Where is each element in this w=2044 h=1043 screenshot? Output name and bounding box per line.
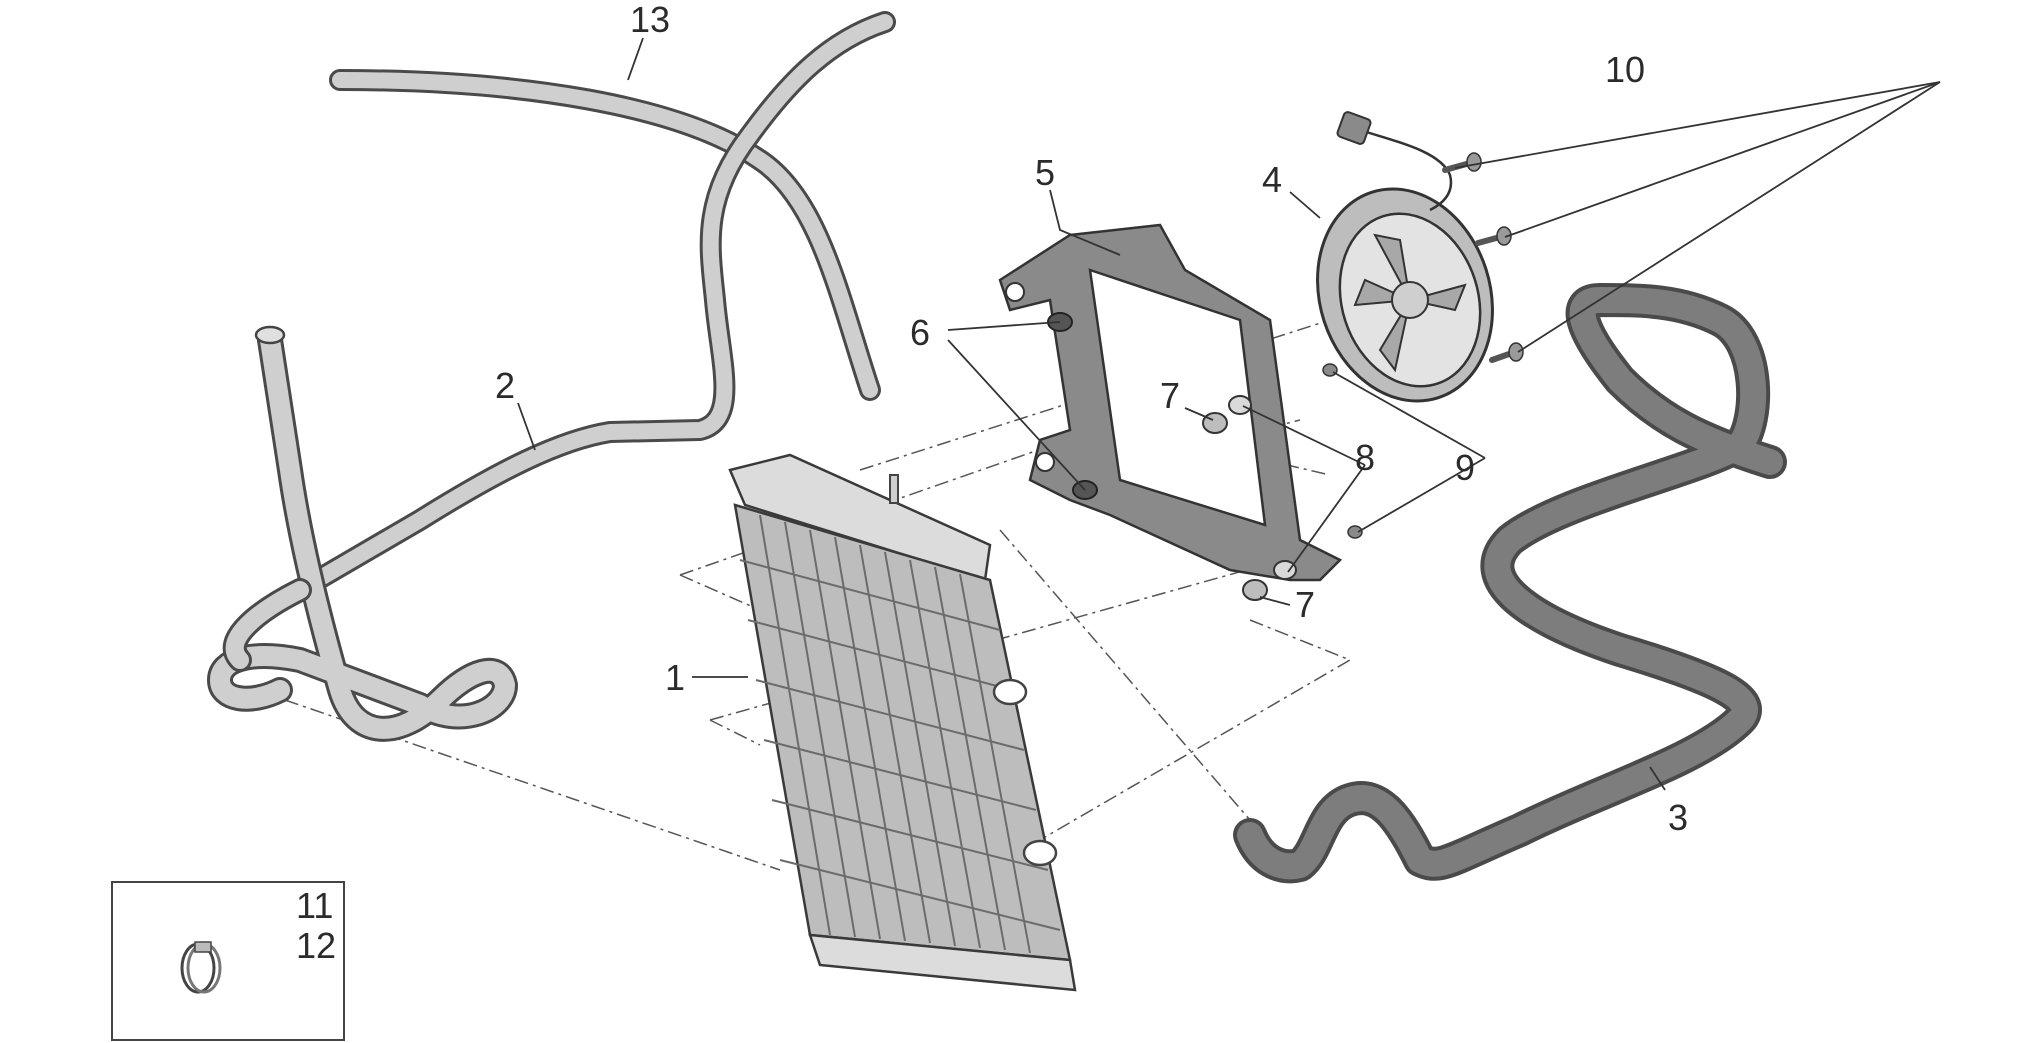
hose-clamp-icon [180,941,222,994]
callout-9: 9 [1455,447,1475,488]
callout-3: 3 [1668,797,1688,838]
callout-1: 1 [665,657,685,698]
callout-10: 10 [1605,49,1645,90]
screws-10 [1442,152,1524,363]
radiator-1 [728,453,1077,992]
callout-13: 13 [630,0,670,40]
callout-8: 8 [1355,437,1375,478]
callout-12: 12 [296,925,336,966]
hose-2 [207,325,518,742]
hose-3 [1233,283,1787,884]
callout-2: 2 [495,365,515,406]
callout-11: 11 [296,885,333,926]
leader-lines [517,37,1941,791]
callout-4: 4 [1262,159,1282,200]
callout-6: 6 [910,312,930,353]
cooling-fan-4 [1316,111,1494,403]
callout-5: 5 [1035,152,1055,193]
callout-labels: 13 2 1 3 4 5 6 7 7 8 9 10 11 12 [296,0,1688,966]
inset-clamp-box [111,881,345,1041]
radiator-fins [739,514,1061,954]
callout-7-lower: 7 [1295,584,1315,625]
hose-13 [289,11,896,601]
callout-7-upper: 7 [1160,375,1180,416]
